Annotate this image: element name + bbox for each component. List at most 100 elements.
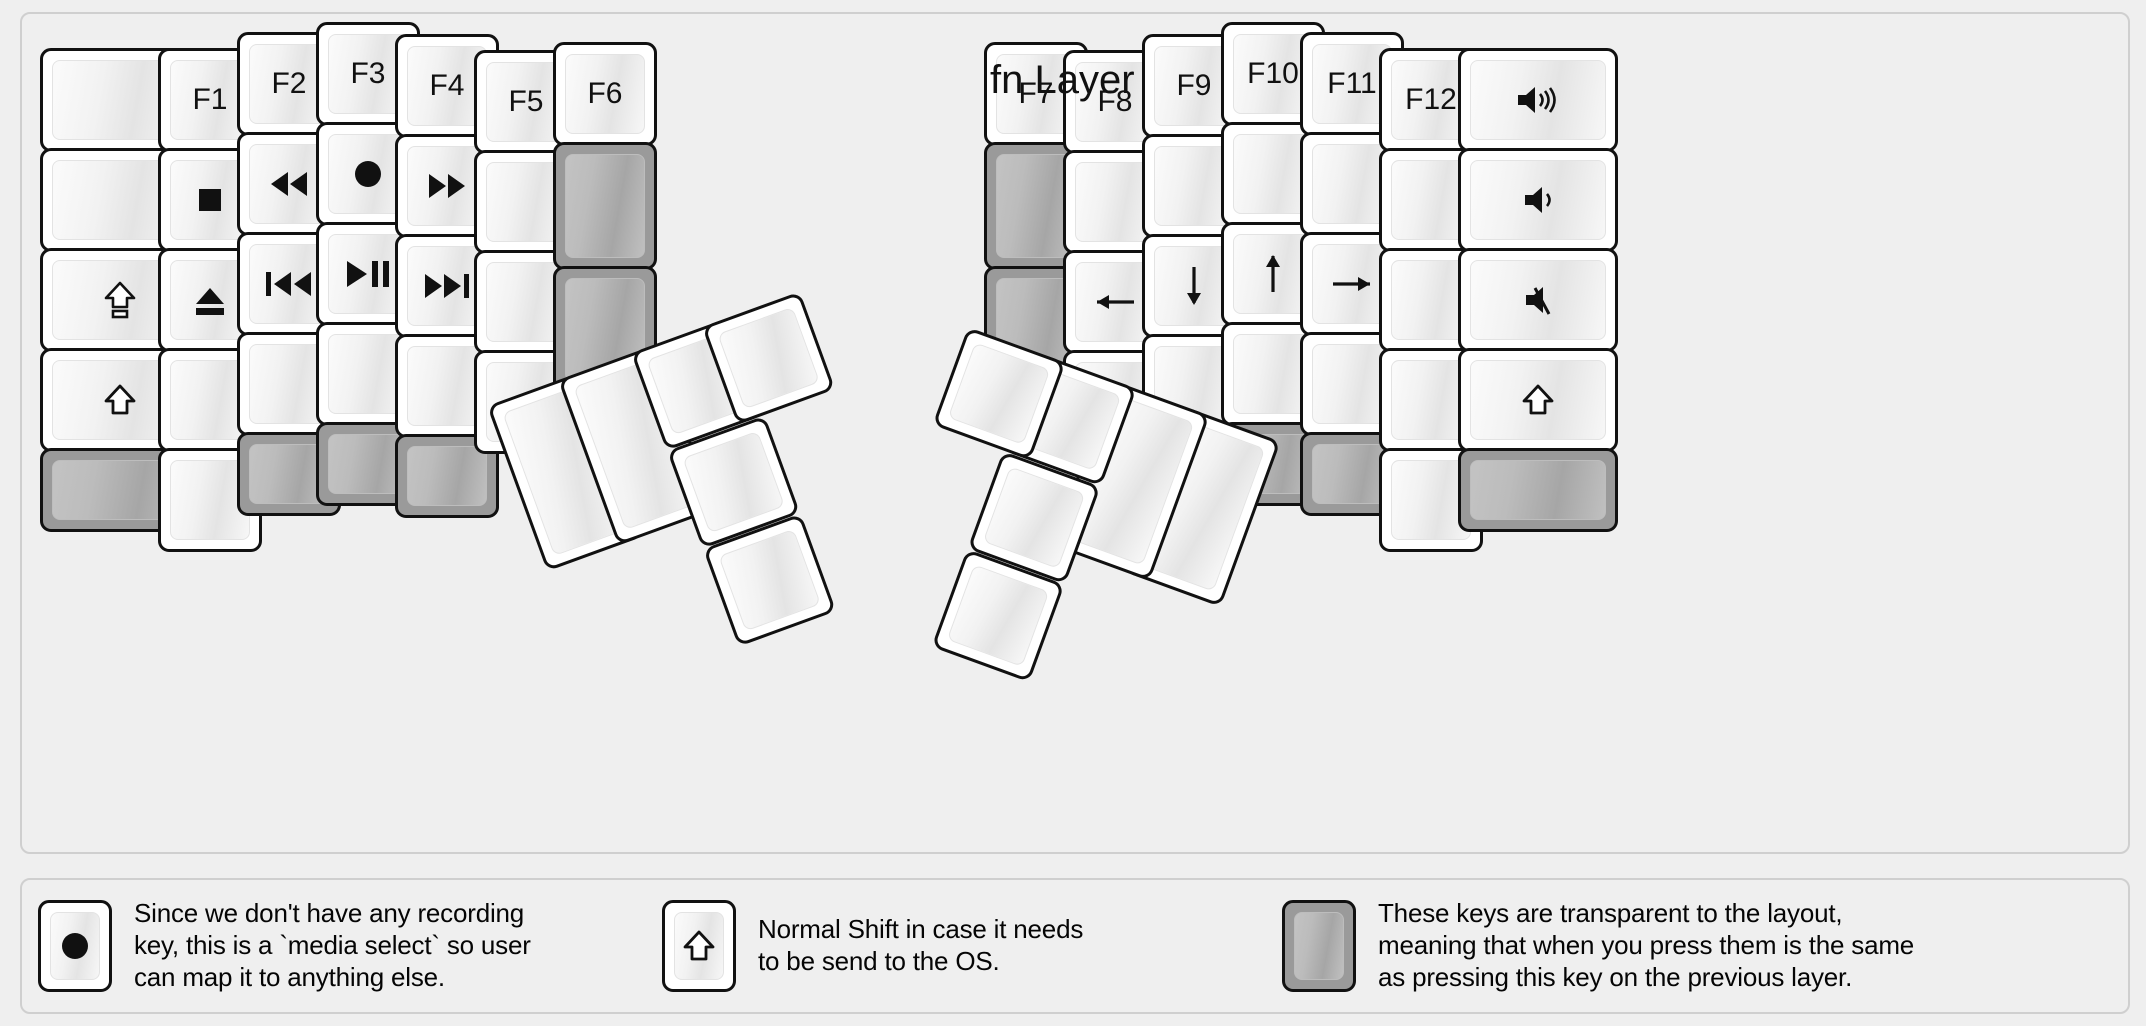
right-col-pinky-outer-r-r1[interactable]	[1458, 48, 1618, 152]
record-icon	[58, 929, 92, 963]
keycap-face	[1470, 460, 1606, 520]
keycap-label: F12	[1405, 83, 1457, 116]
keycap-face	[1233, 234, 1313, 314]
keycap-face	[486, 162, 566, 242]
keycap-face: F9	[1154, 46, 1234, 126]
transparent-key-icon[interactable]	[1282, 900, 1356, 992]
keycap-face	[674, 912, 724, 980]
left-col-index-r1[interactable]: F4	[395, 34, 499, 138]
left-col-inner-r2[interactable]	[553, 142, 657, 270]
keycap-face: F7	[996, 54, 1076, 134]
keycap-face	[1470, 160, 1606, 240]
right-col-pinky-outer-r-r3[interactable]	[1458, 248, 1618, 352]
volume-up-icon	[1514, 84, 1562, 116]
right-col-inner-r-r2[interactable]	[984, 142, 1088, 270]
keycap-face	[50, 912, 100, 980]
keycap-label: F5	[508, 85, 544, 118]
keycap-face	[1312, 144, 1392, 224]
keycap-face	[249, 344, 329, 424]
right-col-ring-r-r5[interactable]	[1300, 432, 1404, 516]
keycap-face	[249, 144, 329, 224]
keycap-face	[1312, 244, 1392, 324]
keycap-face	[328, 434, 408, 494]
keycap-face: F6	[565, 54, 645, 134]
keycap-label: F9	[1176, 69, 1212, 102]
keycap-face: F11	[1312, 44, 1392, 124]
keycap-face: F5	[486, 62, 566, 142]
shift-icon	[1521, 384, 1555, 416]
keycap-face	[249, 444, 329, 504]
keycap-face	[1470, 60, 1606, 140]
fast-forward-icon	[426, 173, 468, 199]
record-circle-icon	[38, 900, 112, 992]
keycap-label: F7	[1018, 77, 1054, 110]
keycap-face	[1075, 162, 1155, 242]
keycap-face	[1391, 460, 1471, 540]
arrow-left-icon	[1094, 290, 1136, 314]
keycap-face	[407, 246, 487, 326]
shift-arrow-icon	[662, 900, 736, 992]
keycap-face	[170, 160, 250, 240]
arrow-right-icon	[1331, 272, 1373, 296]
keycap-face	[717, 306, 820, 410]
keycap-face	[1294, 912, 1344, 980]
volume-mute-icon	[1523, 284, 1553, 316]
legend-panel: Since we don't have any recording key, t…	[20, 878, 2130, 1014]
capslock-icon	[103, 281, 137, 319]
keycap-face	[328, 234, 408, 314]
keycap-face	[996, 154, 1076, 258]
keycap-face	[1470, 360, 1606, 440]
shift-icon	[103, 384, 137, 416]
legend-item: These keys are transparent to the layout…	[1282, 894, 2102, 998]
keycap-label: F2	[271, 67, 307, 100]
keycap-face	[1391, 260, 1471, 340]
keycap-face	[682, 430, 785, 534]
right-col-middle-r-r1[interactable]: F10	[1221, 22, 1325, 126]
keycap-label: F6	[587, 77, 623, 110]
arrow-down-icon	[1182, 265, 1206, 307]
rewind-icon	[268, 171, 310, 197]
keycap-face	[1154, 246, 1234, 326]
volume-down-icon	[1521, 184, 1555, 216]
keycap-face	[947, 342, 1051, 445]
keycap-face: F3	[328, 34, 408, 114]
keycap-face	[407, 446, 487, 506]
legend-text: Normal Shift in case it needs to be send…	[758, 914, 1084, 976]
keycap-face	[328, 134, 408, 214]
keycap-face	[328, 334, 408, 414]
transparent-key-icon	[1282, 900, 1356, 992]
keycap-face	[1391, 160, 1471, 240]
record-icon	[351, 157, 385, 191]
arrow-up-icon	[1261, 253, 1285, 295]
right-col-pinky-outer-r-r4[interactable]	[1458, 348, 1618, 452]
keycap-face: F12	[1391, 60, 1471, 140]
keycap-label: F3	[350, 57, 386, 90]
keycap-face	[946, 564, 1050, 667]
keycap-face	[407, 346, 487, 426]
page-title: fn Layer	[990, 58, 1135, 102]
eject-icon	[192, 285, 228, 315]
shift-arrow-icon[interactable]	[662, 900, 736, 992]
keycap-face	[1312, 444, 1392, 504]
keycap-face: F4	[407, 46, 487, 126]
keycap-face	[407, 146, 487, 226]
right-col-pinky-outer-r-r2[interactable]	[1458, 148, 1618, 252]
keycap-face	[982, 466, 1086, 569]
record-circle-icon[interactable]	[38, 900, 112, 992]
left-col-inner-r1[interactable]: F6	[553, 42, 657, 146]
legend-item: Normal Shift in case it needs to be send…	[662, 894, 1222, 998]
legend-text: Since we don't have any recording key, t…	[134, 898, 531, 992]
keycap-face	[170, 460, 250, 540]
keycap-label: F11	[1327, 67, 1377, 100]
keycap-face: F8	[1075, 62, 1155, 142]
right-col-pinky-outer-r-r5[interactable]	[1458, 448, 1618, 532]
stop-icon	[195, 185, 225, 215]
keycap-label: F8	[1097, 85, 1133, 118]
keycap-face	[170, 260, 250, 340]
legend-text: These keys are transparent to the layout…	[1378, 898, 1915, 992]
next-track-icon	[422, 273, 472, 299]
play-pause-icon	[345, 260, 391, 288]
keycap-face	[1470, 260, 1606, 340]
keycap-face: F2	[249, 44, 329, 124]
